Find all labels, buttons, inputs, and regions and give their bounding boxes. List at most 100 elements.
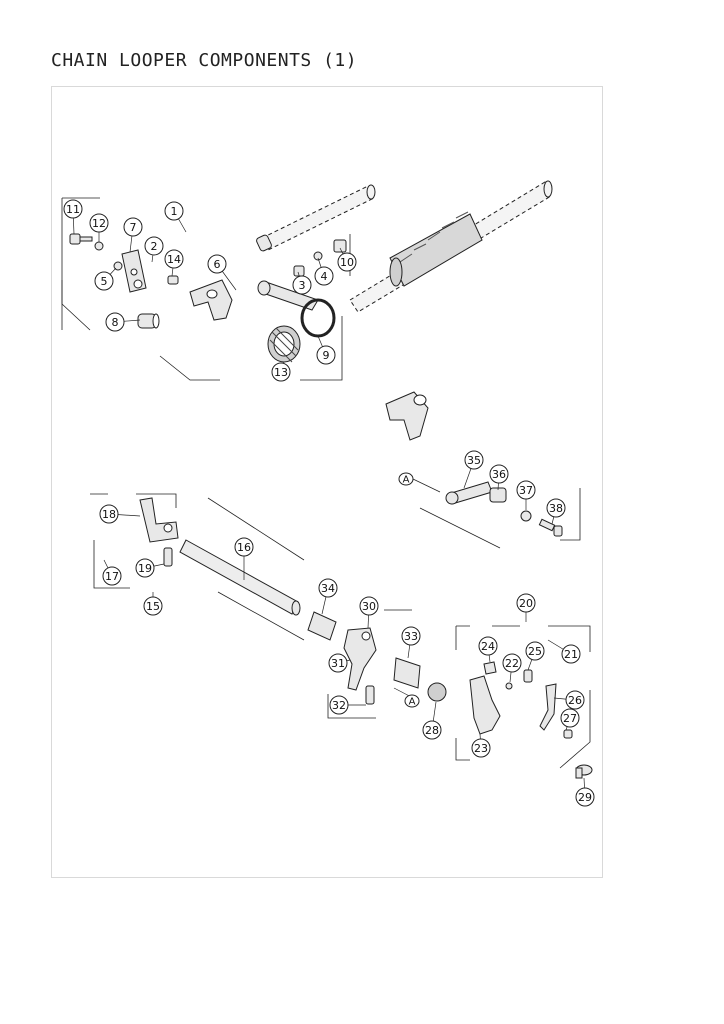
washer-4: [313, 251, 323, 261]
callout-28: 28: [422, 720, 442, 740]
callout-label: 36: [492, 468, 506, 481]
callout-label: 8: [112, 316, 119, 329]
callout-label: 28: [425, 724, 439, 737]
callout-label: 7: [130, 221, 137, 234]
callout-label: 29: [578, 791, 592, 804]
collar-34: [307, 611, 337, 641]
bracket: [121, 249, 147, 293]
callout-27: 27: [560, 708, 580, 728]
looper-arm: [343, 627, 377, 691]
callout-8: 8: [105, 312, 125, 332]
screw-11: [69, 233, 93, 245]
reference-letter-a: A: [404, 694, 420, 708]
callout-label: 22: [505, 657, 519, 670]
washer-28: [427, 682, 447, 702]
callout-13: 13: [271, 362, 291, 382]
looper-shaft: [179, 539, 301, 616]
diagram-frame: [51, 86, 603, 878]
needle-bearing: [267, 325, 301, 363]
callout-label: 17: [105, 570, 119, 583]
svg-text:A: A: [409, 697, 416, 708]
callout-38: 38: [546, 498, 566, 518]
callout-label: 33: [404, 630, 418, 643]
callout-21: 21: [561, 644, 581, 664]
callout-18: 18: [99, 504, 119, 524]
callout-label: 34: [321, 582, 335, 595]
screw-10: [333, 239, 347, 253]
callout-34: 34: [318, 578, 338, 598]
main-shaft: [349, 180, 553, 313]
looper-holder: [139, 497, 179, 543]
callout-label: 10: [340, 256, 354, 269]
screw-25: [523, 669, 533, 683]
callout-6: 6: [207, 254, 227, 274]
callout-15: 15: [143, 596, 163, 616]
callout-label: 6: [214, 258, 221, 271]
callout-36: 36: [489, 464, 509, 484]
callout-label: 12: [92, 217, 106, 230]
callout-33: 33: [401, 626, 421, 646]
callout-label: 13: [274, 366, 288, 379]
callout-label: 4: [321, 270, 328, 283]
callout-label: 19: [138, 562, 152, 575]
washer-22: [505, 682, 513, 690]
screw-38: [538, 518, 563, 537]
callout-label: 23: [474, 742, 488, 755]
callout-30: 30: [359, 596, 379, 616]
bushing-36: [489, 487, 507, 503]
callout-29: 29: [575, 787, 595, 807]
callout-label: 21: [564, 648, 578, 661]
washer-37: [520, 510, 532, 522]
callout-12: 12: [89, 213, 109, 233]
callout-label: 32: [332, 699, 346, 712]
callout-14: 14: [164, 249, 184, 269]
callout-3: 3: [292, 275, 312, 295]
callout-19: 19: [135, 558, 155, 578]
svg-text:A: A: [403, 475, 410, 486]
callout-7: 7: [123, 217, 143, 237]
callout-32: 32: [329, 695, 349, 715]
callout-label: 15: [146, 600, 160, 613]
callout-16: 16: [234, 537, 254, 557]
link-arm: [385, 391, 493, 505]
callout-1: 1: [164, 201, 184, 221]
callout-2: 2: [144, 236, 164, 256]
callout-37: 37: [516, 480, 536, 500]
connecting-rod: [257, 280, 336, 338]
callout-24: 24: [478, 636, 498, 656]
looper-guard-26: [539, 683, 557, 731]
page-title: CHAIN LOOPER COMPONENTS (1): [51, 50, 358, 71]
reference-leader-0: [412, 478, 441, 493]
callout-10: 10: [337, 252, 357, 272]
callout-23: 23: [471, 738, 491, 758]
upper-shaft: [256, 184, 376, 252]
callout-label: 11: [66, 203, 80, 216]
callout-5: 5: [94, 271, 114, 291]
callout-9: 9: [316, 345, 336, 365]
bushing: [137, 313, 160, 329]
callout-22: 22: [502, 653, 522, 673]
callout-label: 31: [331, 657, 345, 670]
callout-label: 26: [568, 694, 582, 707]
callout-label: 24: [481, 640, 495, 653]
callout-label: 2: [151, 240, 158, 253]
callout-label: 1: [171, 205, 178, 218]
sleeve-33: [393, 657, 421, 689]
washer-12: [94, 241, 104, 251]
callout-label: 14: [167, 253, 181, 266]
callout-label: 25: [528, 645, 542, 658]
crank: [189, 279, 233, 321]
callout-31: 31: [328, 653, 348, 673]
screw-27: [563, 729, 573, 739]
part-24: [483, 661, 497, 675]
looper-23: [469, 675, 501, 735]
callout-17: 17: [102, 566, 122, 586]
part-14: [167, 275, 179, 285]
callout-11: 11: [63, 199, 83, 219]
screw-19: [163, 547, 173, 567]
callout-label: 9: [323, 349, 330, 362]
callout-26: 26: [565, 690, 585, 710]
callout-label: 3: [299, 279, 306, 292]
callout-label: 37: [519, 484, 533, 497]
